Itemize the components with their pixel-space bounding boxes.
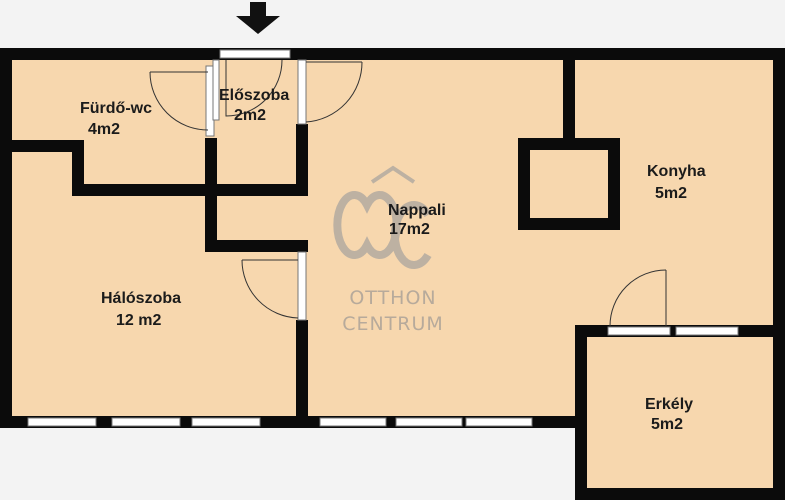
room-name-furdo: Fürdő-wc <box>80 100 152 117</box>
room-area-erkely: 5m2 <box>651 416 683 433</box>
interior-walls <box>0 48 620 428</box>
floor-area <box>0 48 785 500</box>
room-name-nappali: Nappali <box>388 202 446 219</box>
room-area-eloszoba: 2m2 <box>234 107 266 124</box>
watermark: OTTHON CENTRUM <box>333 165 444 335</box>
room-area-furdo: 4m2 <box>88 121 120 138</box>
doors <box>149 59 667 327</box>
watermark-line2: CENTRUM <box>342 313 444 335</box>
room-name-konyha: Konyha <box>647 163 706 180</box>
room-area-nappali: 17m2 <box>389 221 430 238</box>
watermark-line1: OTTHON <box>349 287 436 309</box>
entrance-arrow-icon <box>236 2 280 34</box>
room-area-haloszoba: 12 m2 <box>116 312 161 329</box>
watermark-logo-icon <box>333 191 432 269</box>
room-name-eloszoba: Előszoba <box>219 87 289 104</box>
room-name-erkely: Erkély <box>645 396 693 413</box>
watermark-roof-icon <box>370 165 416 184</box>
windows <box>27 49 739 427</box>
room-name-haloszoba: Hálószoba <box>101 290 181 307</box>
room-labels: Fürdő-wc 4m2 Előszoba 2m2 Nappali 17m2 K… <box>80 87 706 433</box>
room-area-konyha: 5m2 <box>655 185 687 202</box>
